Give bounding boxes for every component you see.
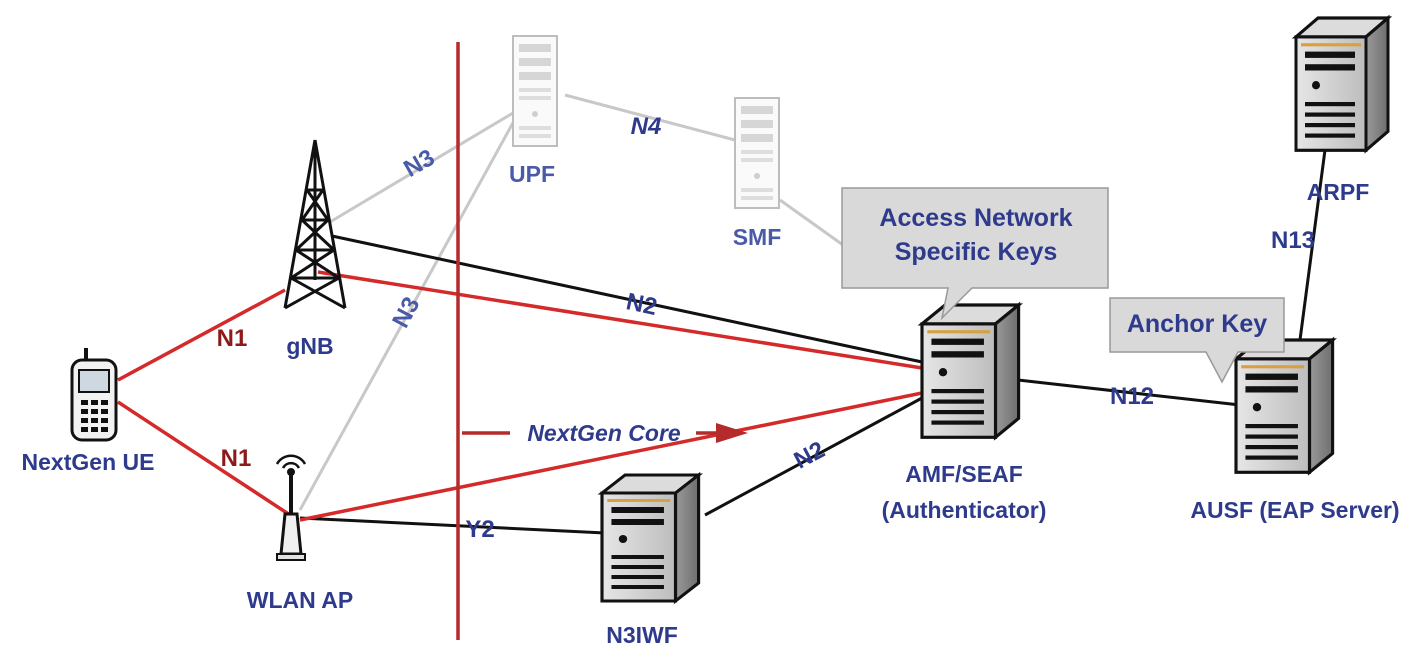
wlan-label: WLAN AP <box>247 587 353 613</box>
arpf-label: ARPF <box>1307 179 1370 205</box>
amf-label-line2: (Authenticator) <box>882 497 1047 523</box>
black-links <box>299 149 1327 535</box>
callout-access-keys-line1: Access Network <box>879 204 1072 232</box>
ausf-label: AUSF (EAP Server) <box>1190 497 1399 523</box>
phone-icon <box>70 348 118 442</box>
n12-label: N12 <box>1110 383 1154 410</box>
arpf-server-icon <box>1294 16 1390 152</box>
y2-label: Y2 <box>465 516 494 543</box>
amf-server-icon <box>920 303 1021 439</box>
amf-label-line1: AMF/SEAF <box>905 461 1023 487</box>
red-links <box>117 270 923 522</box>
gnb-label: gNB <box>286 333 333 359</box>
n13-label: N13 <box>1271 227 1315 254</box>
smf-server-icon <box>734 97 780 209</box>
core-arrow <box>462 423 748 443</box>
n3iwf-label: N3IWF <box>606 622 678 648</box>
n4-label: N4 <box>631 113 662 140</box>
n1-gnb-label: N1 <box>217 325 248 352</box>
n2-gnb-label: N2 <box>624 288 660 321</box>
ue-label: NextGen UE <box>22 449 155 475</box>
n3iwf-server-icon <box>600 473 701 603</box>
gray-links <box>298 93 851 511</box>
callout-anchor-key-text: Anchor Key <box>1127 310 1267 338</box>
n3-wlan-label: N3 <box>387 293 425 333</box>
n1-wlan-label: N1 <box>221 445 252 472</box>
callout-access-keys-line2: Specific Keys <box>895 238 1058 266</box>
ausf-server-icon <box>1234 338 1335 474</box>
core-label: NextGen Core <box>527 420 681 446</box>
callout-access-keys: Access Network Specific Keys <box>841 187 1109 321</box>
n2-n3iwf-label: N2 <box>790 436 830 474</box>
access-point-icon <box>275 454 307 561</box>
smf-label: SMF <box>733 224 782 250</box>
upf-server-icon <box>512 35 558 147</box>
tower-icon <box>283 139 347 310</box>
callout-anchor-key: Anchor Key <box>1109 297 1285 384</box>
upf-label: UPF <box>509 161 555 187</box>
